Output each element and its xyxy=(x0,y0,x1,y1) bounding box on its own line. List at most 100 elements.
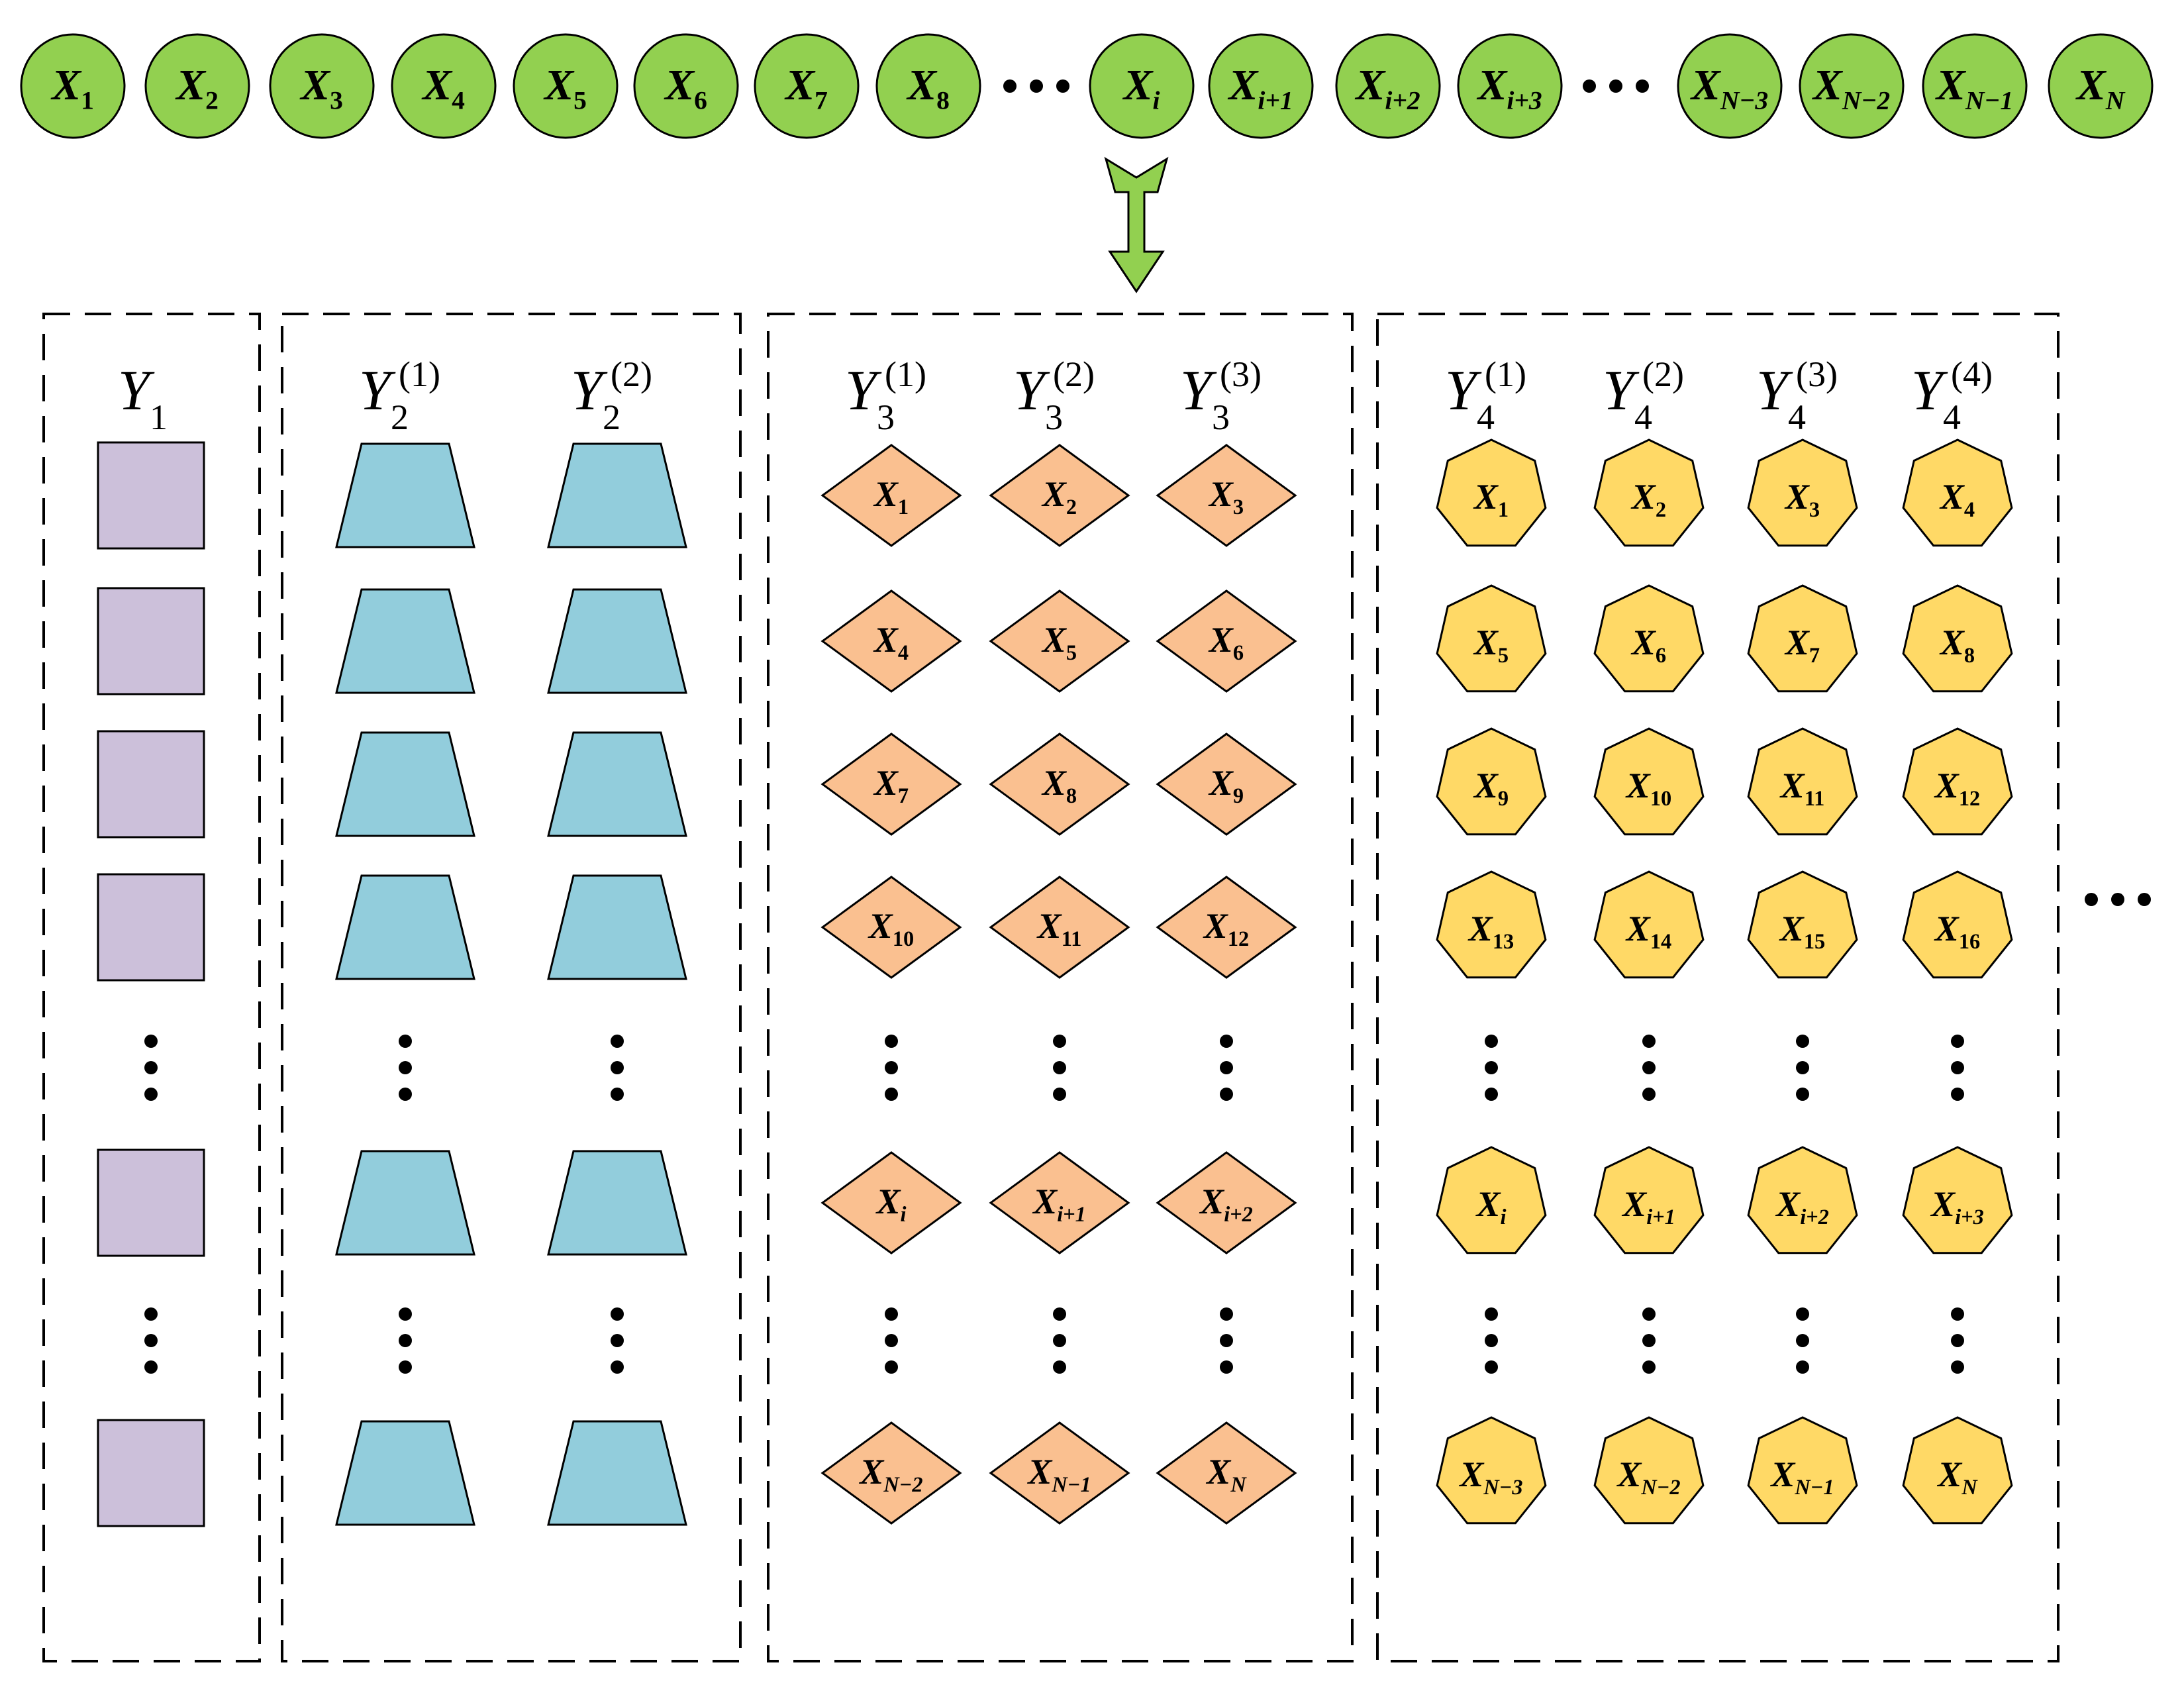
header-superscript: (2) xyxy=(611,354,652,394)
node-label: Xi+1 xyxy=(1621,1184,1675,1229)
node-label: X2 xyxy=(1630,477,1666,522)
diamond-node: XN−1 xyxy=(989,1421,1130,1525)
trapezoid-node xyxy=(335,1420,475,1526)
node-label: Xi+2 xyxy=(1199,1182,1253,1227)
node-label: X3 xyxy=(299,61,343,115)
vertical-ellipsis xyxy=(885,1035,898,1101)
node-label: X6 xyxy=(1630,623,1666,668)
node-label: X11 xyxy=(1779,766,1825,811)
header-subscript: 2 xyxy=(603,397,620,437)
node-label: X6 xyxy=(1208,620,1244,665)
vertical-ellipsis xyxy=(1951,1307,1964,1374)
node-label: Xi xyxy=(1122,61,1160,115)
diamond-node: X7 xyxy=(820,733,962,836)
node-label: X5 xyxy=(543,61,587,115)
vertical-ellipsis xyxy=(1796,1307,1809,1374)
node-label: X13 xyxy=(1467,909,1514,954)
node-label: XN xyxy=(1936,1454,1978,1500)
square-node xyxy=(97,441,205,550)
sequence-node: X5 xyxy=(513,33,619,139)
node-label: X1 xyxy=(1473,477,1509,522)
scale-group-box xyxy=(42,313,261,1662)
node-label: Xi+2 xyxy=(1775,1184,1829,1229)
node-label: X4 xyxy=(873,620,909,665)
sequence-node: X1 xyxy=(20,33,126,139)
header-superscript: (3) xyxy=(1796,354,1838,394)
column-header: Y(1)4 xyxy=(1445,354,1526,437)
vertical-ellipsis xyxy=(399,1035,412,1101)
node-label: Xi+3 xyxy=(1476,61,1542,115)
heptagon-node: XN−2 xyxy=(1593,1416,1705,1525)
node-label: X2 xyxy=(1041,474,1077,519)
node-label: X15 xyxy=(1779,909,1825,954)
sequence-node: X3 xyxy=(269,33,375,139)
sequence-node: X2 xyxy=(144,33,250,139)
heptagon-node: X2 xyxy=(1593,438,1705,547)
vertical-ellipsis xyxy=(1951,1035,1964,1101)
node-label: XN−1 xyxy=(1769,1454,1834,1500)
scale-group-boxes xyxy=(42,313,2060,1662)
node-label: X8 xyxy=(1041,763,1077,808)
node-label: XN−1 xyxy=(1935,61,2013,115)
diamond-node: X5 xyxy=(989,589,1130,693)
header-subscript: 4 xyxy=(1634,397,1652,437)
heptagon-node: XN−3 xyxy=(1436,1416,1547,1525)
trapezoid-node xyxy=(335,731,475,837)
header-subscript: 1 xyxy=(150,397,168,437)
heptagon-node: Xi+3 xyxy=(1902,1146,2013,1254)
scale-group-box xyxy=(1376,313,2060,1662)
diamond-node: XN xyxy=(1156,1421,1297,1525)
trapezoid-node xyxy=(335,442,475,548)
node-label: X9 xyxy=(1208,763,1244,808)
heptagon-node: X3 xyxy=(1747,438,1858,547)
node-label: X3 xyxy=(1208,474,1244,519)
trapezoid-node xyxy=(547,1420,687,1526)
heptagon-node: X15 xyxy=(1747,870,1858,979)
sequence-node: XN−3 xyxy=(1677,33,1783,139)
header-base: Y xyxy=(1445,358,1482,422)
sequence-ellipsis xyxy=(1583,79,1649,93)
node-label: XN xyxy=(2075,61,2126,115)
scale-group-box xyxy=(281,313,742,1662)
node-label: X9 xyxy=(1473,766,1509,811)
header-subscript: 2 xyxy=(391,397,409,437)
header-subscript: 4 xyxy=(1788,397,1806,437)
sequence-node: XN xyxy=(2048,33,2154,139)
node-label: X14 xyxy=(1625,909,1671,954)
column-header: Y(2)3 xyxy=(1013,354,1095,437)
trailing-ellipsis xyxy=(2085,893,2151,906)
diamond-node: X4 xyxy=(820,589,962,693)
node-label: XN−3 xyxy=(1458,1454,1522,1500)
node-label: X1 xyxy=(50,61,94,115)
node-label: X5 xyxy=(1041,620,1077,665)
node-label: X16 xyxy=(1934,909,1980,954)
header-base: Y xyxy=(845,358,882,422)
heptagon-node: X16 xyxy=(1902,870,2013,979)
header-base: Y xyxy=(1756,358,1793,422)
vertical-ellipsis xyxy=(1053,1307,1066,1374)
header-base: Y xyxy=(1603,358,1640,422)
heptagon-node: XN−1 xyxy=(1747,1416,1858,1525)
diamond-node: XN−2 xyxy=(820,1421,962,1525)
node-label: X3 xyxy=(1784,477,1820,522)
square-node xyxy=(97,730,205,839)
node-label: Xi+1 xyxy=(1227,61,1293,115)
heptagon-node: Xi xyxy=(1436,1146,1547,1254)
trailing-ellipsis-layer xyxy=(2085,893,2151,906)
sequence-node: X4 xyxy=(391,33,497,139)
column-header: Y(1)3 xyxy=(845,354,926,437)
diamond-node: X9 xyxy=(1156,733,1297,836)
sequence-node: Xi+1 xyxy=(1208,33,1314,139)
heptagon-node: X11 xyxy=(1747,727,1858,836)
vertical-ellipsis xyxy=(611,1307,624,1374)
arrow-layer xyxy=(1104,156,1169,293)
vertical-ellipsis xyxy=(611,1035,624,1101)
vertical-ellipsis xyxy=(1220,1035,1233,1101)
trapezoid-node xyxy=(547,588,687,694)
column-header: Y(1)2 xyxy=(359,354,440,437)
column-header: Y(2)2 xyxy=(571,354,652,437)
sequence-node: X7 xyxy=(754,33,860,139)
header-superscript: (1) xyxy=(885,354,926,394)
